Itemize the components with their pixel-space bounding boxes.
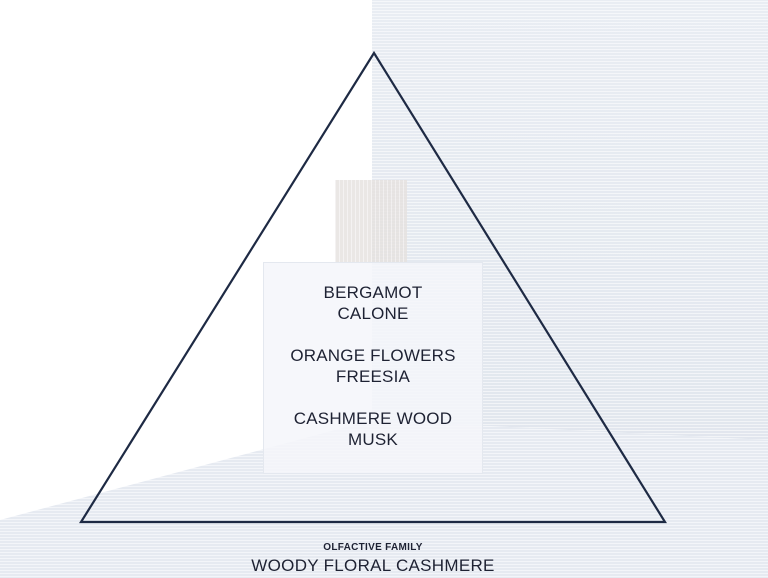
olfactive-family-label: OLFACTIVE FAMILY xyxy=(323,542,423,553)
heart-note: FREESIA xyxy=(335,367,411,386)
top-notes: BERGAMOT CALONE xyxy=(236,282,510,324)
base-note: MUSK xyxy=(348,430,398,449)
base-note: CASHMERE WOOD xyxy=(293,409,453,428)
heart-notes: ORANGE FLOWERS FREESIA xyxy=(236,345,510,387)
bottle-body-silhouette xyxy=(263,262,483,474)
heart-note: ORANGE FLOWERS xyxy=(290,346,456,365)
top-note: CALONE xyxy=(337,304,409,323)
olfactive-family-value: WOODY FLORAL CASHMERE xyxy=(251,556,495,575)
bottle-cap-silhouette xyxy=(335,180,407,262)
base-notes: CASHMERE WOOD MUSK xyxy=(236,408,510,450)
top-note: BERGAMOT xyxy=(323,283,423,302)
